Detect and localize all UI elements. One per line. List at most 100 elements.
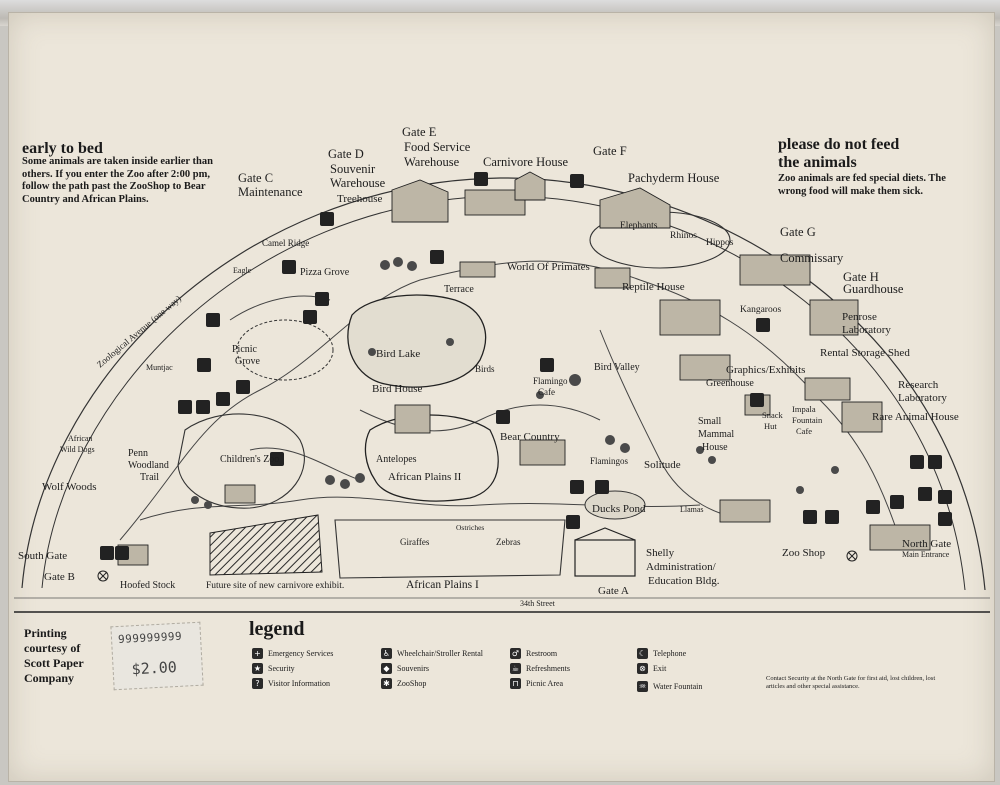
legend-label: Visitor Information	[268, 679, 330, 688]
commissary-label: Commissary	[780, 251, 844, 265]
gate-e-label: Gate E	[402, 125, 437, 139]
early-to-bed-title: early to bed	[22, 140, 103, 157]
research-label-1: Research	[898, 379, 939, 391]
food-service-label-2: Warehouse	[404, 155, 460, 169]
rare-animal-house-label: Rare Animal House	[872, 411, 959, 423]
souvenir-label-1: Souvenir	[330, 162, 376, 176]
flamingo-cafe-label-1: Flamingo	[533, 376, 568, 386]
impala-label-3: Cafe	[796, 426, 812, 436]
penn-woodland-label-1: Penn	[128, 448, 148, 459]
antelopes-label: Antelopes	[376, 454, 417, 465]
childrens-zoo-area	[177, 413, 305, 509]
restroom-icon: ♂	[510, 648, 521, 659]
african-wild-dogs-label-1: African	[68, 434, 92, 443]
impala-label-2: Fountain	[792, 415, 823, 425]
world-of-primates-label: World Of Primates	[507, 261, 590, 273]
zooshop-icon: ✱	[381, 678, 392, 689]
graphics-exhibits-label: Graphics/Exhibits	[726, 364, 805, 376]
ostriches-label: Ostriches	[456, 523, 484, 532]
gate-f-label: Gate F	[593, 144, 627, 158]
african-plains-i-area	[334, 519, 566, 579]
do-not-feed-title-1: please do not feed	[778, 136, 900, 153]
penrose-label-2: Laboratory	[842, 324, 891, 336]
food-service-label-1: Food Service	[404, 140, 471, 154]
carnivore-house-label: Carnivore House	[483, 155, 568, 169]
trees	[191, 257, 839, 509]
legend-label: Water Fountain	[653, 682, 703, 691]
penrose-label-1: Penrose	[842, 311, 877, 323]
childrens-zoo-label: Children's Zoo	[220, 454, 279, 465]
street-label: 34th Street	[520, 599, 556, 608]
facility-icons	[100, 172, 952, 560]
camel-ridge-label: Camel Ridge	[262, 238, 309, 248]
shelly-label-1: Shelly	[646, 547, 675, 559]
muntjac-label: Muntjac	[146, 363, 173, 372]
buildings	[117, 171, 931, 566]
legend-item: ☾ Telephone	[637, 648, 686, 659]
gate-c-label: Gate C	[238, 171, 273, 185]
printing-credit: Printing courtesy of Scott Paper Company	[24, 626, 84, 685]
gate-d-label: Gate D	[328, 147, 364, 161]
bird-lake	[347, 294, 487, 388]
souvenir-label-2: Warehouse	[330, 176, 386, 190]
legend-item: ♒Water Fountain	[637, 681, 702, 692]
wheelchair-icon: ♿	[381, 648, 392, 659]
picnic-grove-area	[236, 319, 334, 381]
treehouse-label: Treehouse	[337, 193, 383, 205]
legend-label: Wheelchair/Stroller Rental	[397, 649, 483, 658]
outer-boundary	[21, 177, 986, 591]
administration-building	[574, 539, 636, 577]
small-mammal-label-3: House	[702, 442, 728, 453]
legend-label: Picnic Area	[526, 679, 564, 688]
future-site-label: Future site of new carnivore exhibit.	[206, 580, 344, 591]
wolf-woods-label: Wolf Woods	[42, 481, 97, 493]
gate-g-label: Gate G	[780, 225, 816, 239]
legend-item: ♿ Wheelchair/Stroller Rental	[381, 648, 483, 659]
greenhouse-label: Greenhouse	[706, 378, 754, 389]
flamingo-cafe-label-2: Cafe	[538, 387, 555, 397]
legend-label: Souvenirs	[397, 664, 429, 673]
eagle-label: Eagle	[233, 266, 252, 275]
emergency-services-icon: +	[252, 648, 263, 659]
picnic-grove-label-1: Picnic	[232, 344, 258, 355]
giraffes-label: Giraffes	[400, 537, 430, 547]
legend-item: ⊗Exit	[637, 663, 666, 674]
legend-label: ZooShop	[397, 679, 427, 688]
price-code: 999999999	[117, 629, 183, 647]
african-plains-i-label: African Plains I	[406, 579, 479, 591]
african-plains-ii-area	[364, 414, 499, 502]
kangaroos-label: Kangaroos	[740, 305, 781, 315]
bear-country-label: Bear Country	[500, 431, 560, 443]
do-not-feed-title-2: the animals	[778, 154, 857, 171]
legend-item: ★ Security	[252, 663, 295, 674]
ducks-pond	[584, 490, 646, 520]
reptile-house-label: Reptile House	[622, 281, 685, 293]
legend-label: Emergency Services	[268, 649, 334, 658]
birds-label: Birds	[475, 364, 495, 374]
exit-icons	[97, 550, 858, 582]
impala-label-1: Impala	[792, 404, 816, 414]
souvenirs-icon: ◆	[381, 663, 392, 674]
zoological-avenue-label: Zoological Avenue (one way)	[95, 293, 183, 369]
legend-item: ♂Restroom	[510, 648, 557, 659]
guardhouse-label: Guardhouse	[843, 282, 904, 296]
bird-lake-label: Bird Lake	[376, 348, 420, 360]
visitor-information-icon: ?	[252, 678, 263, 689]
security-icon: ★	[252, 663, 263, 674]
north-gate-label: North Gate	[902, 538, 951, 550]
legend-label: Telephone	[653, 649, 687, 658]
legend-item: + Emergency Services	[252, 648, 333, 659]
telephone-icon: ☾	[637, 648, 648, 659]
south-gate-label: South Gate	[18, 550, 67, 562]
maintenance-label: Maintenance	[238, 185, 303, 199]
price-sticker: 999999999 $2.00	[110, 621, 204, 691]
legend-item: ⊓Picnic Area	[510, 678, 563, 689]
elephants-label: Elephants	[620, 221, 658, 231]
rhinos-label: Rhinos	[670, 231, 697, 241]
terrace-label: Terrace	[444, 284, 474, 295]
price-value: $2.00	[131, 657, 178, 679]
legend-label: Security	[268, 664, 295, 673]
african-plains-ii-label: African Plains II	[388, 471, 462, 483]
hippos-label: Hippos	[706, 238, 734, 248]
